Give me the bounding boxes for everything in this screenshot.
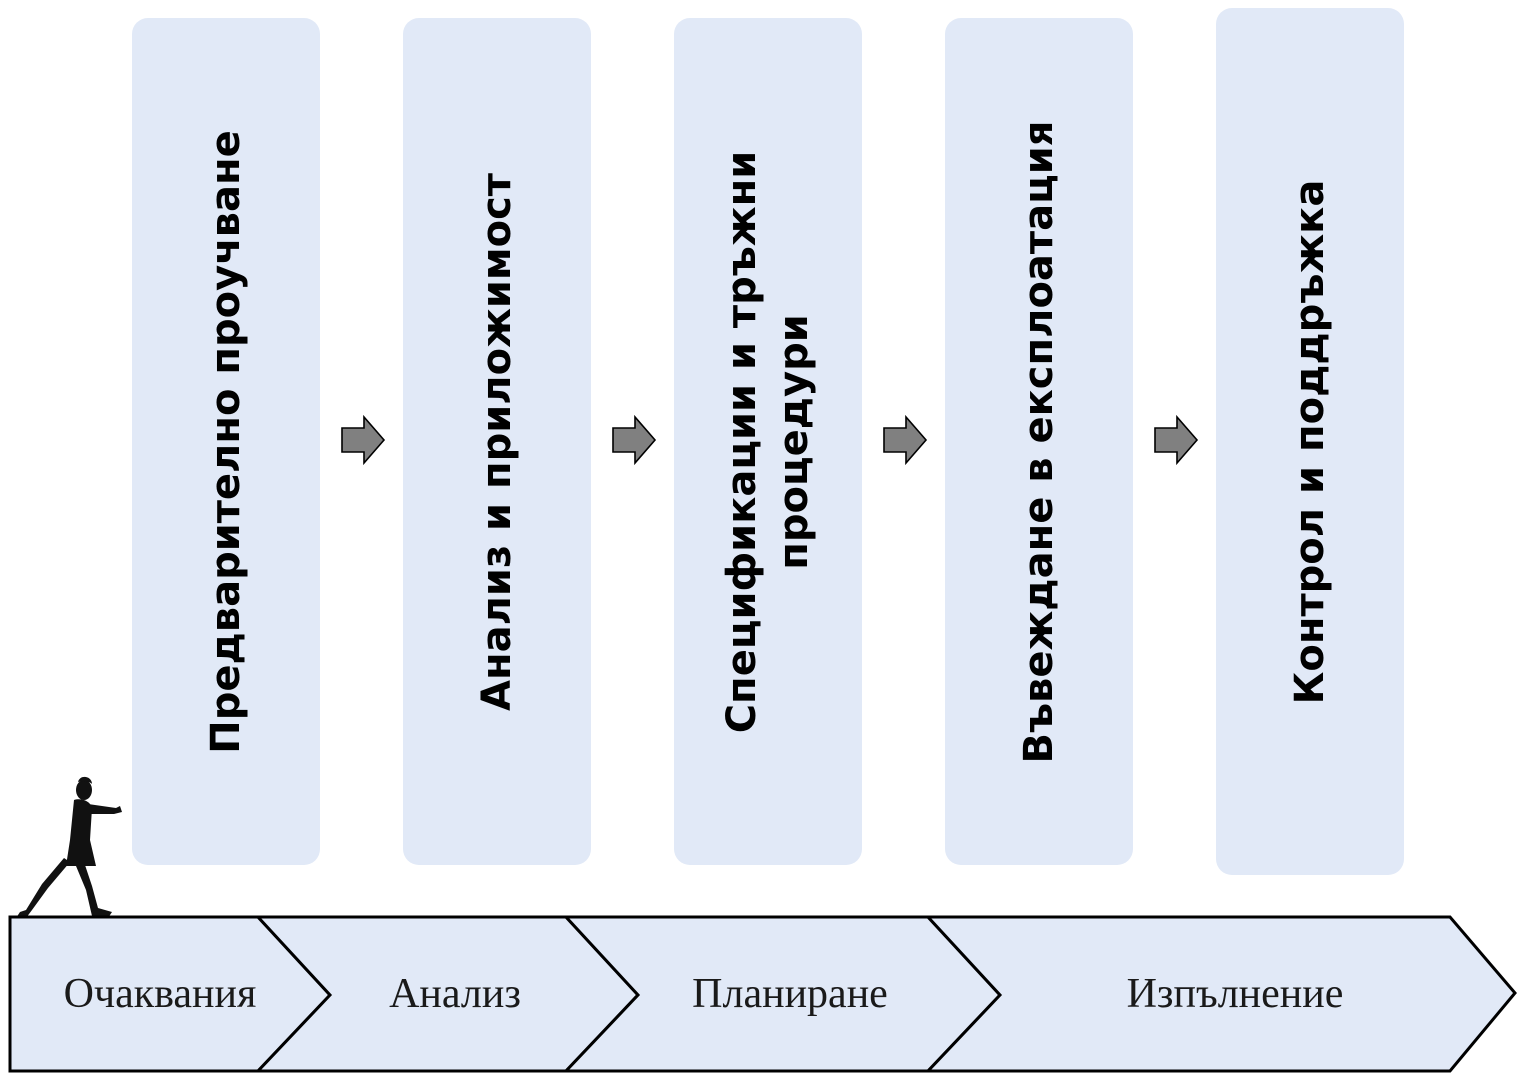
right-arrow-icon bbox=[612, 415, 657, 465]
phase-label-expectations: Очаквания bbox=[63, 971, 257, 1017]
woman-silhouette-icon bbox=[16, 776, 122, 918]
stage-label: Въвеждане в експлоатация bbox=[1016, 120, 1062, 763]
stage-label: Предварително проучване bbox=[203, 129, 249, 754]
phase-label-analysis: Анализ bbox=[389, 971, 521, 1017]
stage-panel-preliminary-study: Предварително проучване bbox=[132, 18, 320, 865]
right-arrow-icon bbox=[341, 415, 386, 465]
stage-panel-commissioning: Въвеждане в експлоатация bbox=[945, 18, 1133, 865]
phase-bar bbox=[8, 915, 1517, 1073]
stage-panel-analysis: Анализ и приложимост bbox=[403, 18, 591, 865]
stage-label: Спецификации и тръжни процедури bbox=[719, 150, 817, 733]
phase-chevron-execution bbox=[924, 915, 1517, 1073]
stage-label: Анализ и приложимост bbox=[474, 172, 520, 711]
right-arrow-icon bbox=[1154, 415, 1199, 465]
right-arrow-icon bbox=[883, 415, 928, 465]
phase-label-planning: Планиране bbox=[692, 971, 888, 1017]
stage-panel-specifications: Спецификации и тръжни процедури bbox=[674, 18, 862, 865]
phase-label-execution: Изпълнение bbox=[1126, 971, 1344, 1017]
stage-panel-control: Контрол и поддръжка bbox=[1216, 8, 1404, 875]
stage-label: Контрол и поддръжка bbox=[1287, 179, 1333, 704]
